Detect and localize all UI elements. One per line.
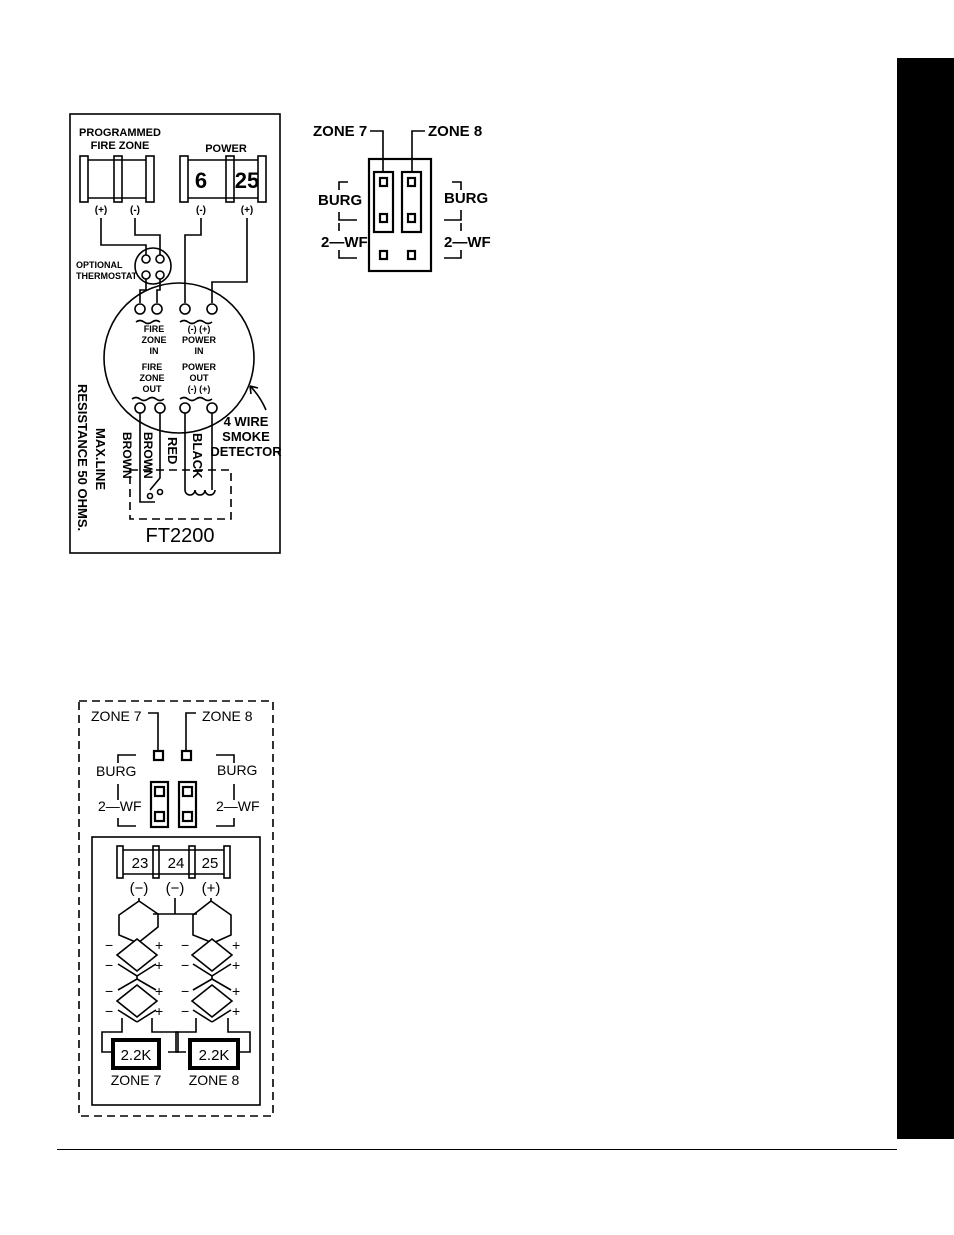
jumper-diagram: ZONE 7 ZONE 8 BURG BURG 2—WF 2—WF xyxy=(313,123,491,273)
svg-text:−: − xyxy=(181,957,189,973)
svg-text:−: − xyxy=(181,983,189,999)
svg-text:−: − xyxy=(181,1003,189,1019)
burg-right-label: BURG xyxy=(444,190,488,207)
polarity-marks: − + − + − + − + − + − + − + − + xyxy=(105,937,240,1019)
svg-text:+: + xyxy=(155,957,163,973)
svg-text:+: + xyxy=(155,983,163,999)
power-plus-label: (+) xyxy=(241,205,254,216)
svg-text:−: − xyxy=(105,1003,113,1019)
svg-text:−: − xyxy=(105,983,113,999)
zone7-label: ZONE 7 xyxy=(91,708,142,724)
terminal-25: 25 xyxy=(235,168,259,193)
twowf-right-label: 2—WF xyxy=(444,234,491,251)
burg-left-label: BURG xyxy=(318,192,362,209)
terminal-6: 6 xyxy=(195,168,207,193)
terminal-23: 23 xyxy=(132,855,149,872)
terminal-25: 25 xyxy=(202,855,219,872)
fire-minus-label: (-) xyxy=(130,205,140,216)
fire-zone-terminal-block xyxy=(79,155,155,203)
ft2200-label: FT2200 xyxy=(146,525,215,547)
zone8-bottom-label: ZONE 8 xyxy=(189,1072,240,1088)
max-line-label: MAX.LINE xyxy=(93,428,108,490)
power-label: POWER xyxy=(205,143,247,155)
burg-right-label: BURG xyxy=(217,762,257,778)
resistor-right-value: 2.2K xyxy=(199,1047,230,1064)
footer-rule xyxy=(57,1149,897,1150)
detector-left-2 xyxy=(115,983,159,1019)
twowf-left-label: 2—WF xyxy=(98,798,142,814)
zone8-label: ZONE 8 xyxy=(202,708,253,724)
pol-3: (+) xyxy=(202,880,221,897)
chapter-tab xyxy=(897,58,954,1139)
terminal-24: 24 xyxy=(168,855,185,872)
resistor-left-value: 2.2K xyxy=(121,1047,152,1064)
detector-right-1 xyxy=(190,937,234,973)
svg-text:+: + xyxy=(232,937,240,953)
zone7-label: ZONE 7 xyxy=(313,123,367,140)
svg-text:−: − xyxy=(105,957,113,973)
twowf-left-label: 2—WF xyxy=(321,234,368,251)
wire-brown-2: BROWN xyxy=(141,432,155,479)
wire-red: RED xyxy=(165,437,180,464)
burg-left-label: BURG xyxy=(96,763,136,779)
svg-text:+: + xyxy=(232,1003,240,1019)
pol-1: (−) xyxy=(130,880,149,897)
svg-text:+: + xyxy=(155,937,163,953)
detector-right-2 xyxy=(190,983,234,1019)
wire-black: BLACK xyxy=(190,433,205,479)
power-terminal-block: 6 25 xyxy=(179,155,267,203)
detector-left-1 xyxy=(115,937,159,973)
zone8-label: ZONE 8 xyxy=(428,123,482,140)
svg-text:+: + xyxy=(155,1003,163,1019)
pol-2: (−) xyxy=(166,880,185,897)
svg-text:+: + xyxy=(232,957,240,973)
twowf-right-label: 2—WF xyxy=(216,798,260,814)
zone7-bottom-label: ZONE 7 xyxy=(111,1072,162,1088)
two-wire-diagram: ZONE 7 ZONE 8 BURG BURG 2—WF 2—WF 23 24 … xyxy=(78,700,274,1117)
svg-text:−: − xyxy=(181,937,189,953)
svg-text:−: − xyxy=(105,937,113,953)
resistor-left xyxy=(111,1038,161,1070)
wire-brown-1: BROWN xyxy=(120,432,134,479)
fire-plus-label: (+) xyxy=(95,205,108,216)
resistance-label: RESISTANCE 50 OHMS. xyxy=(75,384,90,531)
svg-text:+: + xyxy=(232,983,240,999)
resistor-right xyxy=(188,1038,240,1070)
power-minus-label: (-) xyxy=(196,205,206,216)
